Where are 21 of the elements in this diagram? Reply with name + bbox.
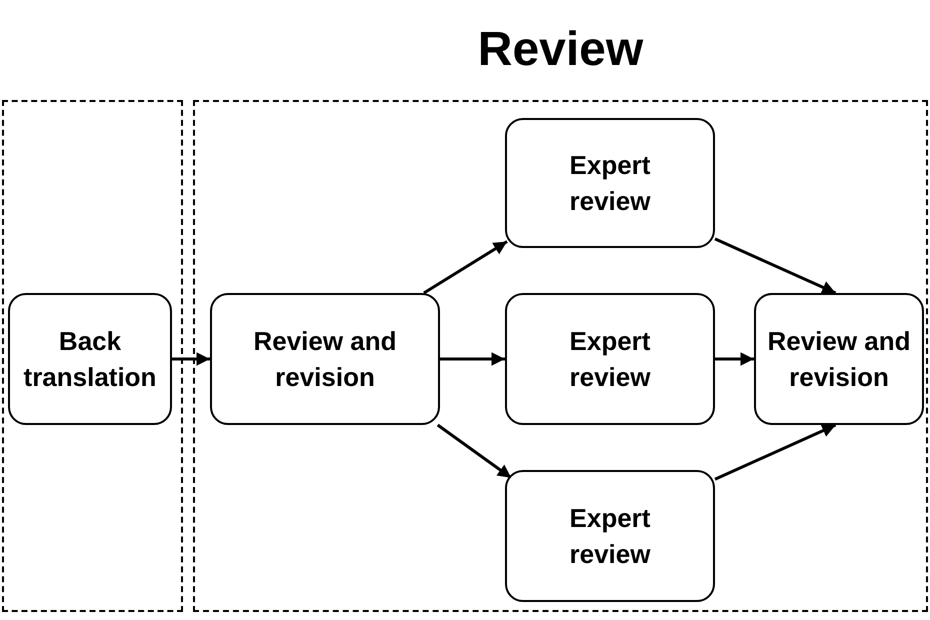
arrow — [423, 240, 508, 294]
step-label: Back translation — [22, 324, 158, 394]
arrow — [715, 352, 754, 366]
step-label: Expert review — [568, 502, 652, 571]
arrow — [714, 424, 836, 481]
arrow — [440, 352, 505, 366]
step-label: Review and revision — [766, 324, 912, 394]
group-title: Review — [478, 22, 644, 78]
process-box — [754, 293, 924, 425]
arrow — [714, 238, 836, 294]
process-box — [8, 293, 172, 425]
process-box — [210, 293, 440, 425]
dashed-group-frame — [2, 100, 183, 612]
process-box — [505, 118, 715, 248]
process-box — [505, 470, 715, 602]
arrow — [436, 424, 512, 480]
process-box — [505, 293, 715, 425]
step-label: Expert review — [568, 148, 652, 218]
step-label: Review and revision — [252, 324, 398, 394]
arrow — [172, 352, 210, 366]
step-label: Expert review — [568, 324, 652, 394]
